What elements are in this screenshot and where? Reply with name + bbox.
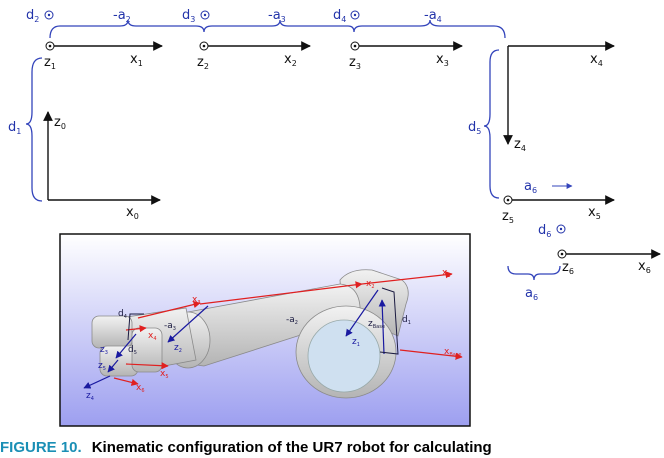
photo-label-z3: z3 <box>100 345 108 356</box>
photo-label-a2: -a2 <box>286 315 298 326</box>
param-a3: -a3 <box>268 8 286 24</box>
left-brace-d1 <box>25 57 43 202</box>
param-d1: d1 <box>8 120 21 136</box>
frame-1: z1 x1 <box>44 41 163 71</box>
label-z5: z5 <box>502 209 514 225</box>
photo-label-d5: d5 <box>128 345 137 356</box>
photo-label-z1: z1 <box>352 337 360 348</box>
robot-photo: x1 x2 xBase zBase z1 d1 -a2 x3 -a3 z2 d4… <box>59 233 471 427</box>
param-a4: -a4 <box>424 8 442 24</box>
label-z1: z1 <box>44 55 56 71</box>
photo-label-zbase: zBase <box>368 319 385 330</box>
dh-parameter-labels: d2 -a2 d3 -a3 d4 -a4 <box>26 8 442 24</box>
top-brace <box>49 19 506 39</box>
photo-label-xbase: xBase <box>444 347 462 358</box>
param-a6-arrow: a6 <box>524 179 573 195</box>
param-d5: d5 <box>468 120 481 136</box>
param-a6: a6 <box>525 286 538 302</box>
photo-label-d1: d1 <box>402 315 411 326</box>
photo-label-z2: z2 <box>174 343 182 354</box>
frame-6: z6 x6 <box>557 249 661 276</box>
figure-caption: FIGURE 10. Kinematic configuration of the… <box>0 438 664 458</box>
right-brace-d5 <box>483 49 500 199</box>
label-x6: x6 <box>638 259 651 275</box>
photo-label-d4: d4 <box>118 309 127 320</box>
caption-text: Kinematic configuration of the UR7 robot… <box>91 439 492 456</box>
label-x0: x0 <box>126 205 139 221</box>
param-d2: d2 <box>26 8 39 24</box>
frame-5: z5 x5 <box>502 195 615 225</box>
photo-label-x2: x2 <box>366 279 375 290</box>
label-x3: x3 <box>436 52 449 68</box>
frame-0: z0 x0 <box>43 111 161 221</box>
out-of-page-symbol <box>350 10 360 20</box>
out-of-page-symbol <box>44 10 54 20</box>
photo-label-z4: z4 <box>86 391 94 402</box>
out-of-page-symbol <box>200 10 210 20</box>
bottom-brace-a6 <box>507 265 561 281</box>
photo-label-x6: x6 <box>136 383 145 394</box>
out-of-page-symbol <box>556 224 566 234</box>
label-z0: z0 <box>54 115 66 131</box>
label-x1: x1 <box>130 52 143 68</box>
photo-label-x4: x4 <box>148 331 157 342</box>
photo-label-x3: x3 <box>192 295 201 306</box>
label-x5: x5 <box>588 205 601 221</box>
svg-text:a6: a6 <box>524 179 537 195</box>
caption-figure-label: FIGURE 10. <box>0 439 82 456</box>
frame-3: z3 x3 <box>349 41 463 71</box>
photo-label-x5: x5 <box>160 369 169 380</box>
photo-label-a3: -a3 <box>164 321 176 332</box>
label-z2: z2 <box>197 55 209 71</box>
label-x2: x2 <box>284 52 297 68</box>
label-z6: z6 <box>562 260 574 276</box>
label-z4: z4 <box>514 137 526 153</box>
robot-model <box>91 269 409 399</box>
frame-4: x4 z4 <box>503 41 615 153</box>
param-d3: d3 <box>182 8 195 24</box>
param-a2: -a2 <box>113 8 131 24</box>
param-d6: d6 <box>538 223 551 239</box>
photo-label-x1: x1 <box>442 268 451 279</box>
label-x4: x4 <box>590 52 603 68</box>
param-d4: d4 <box>333 8 346 24</box>
label-z3: z3 <box>349 55 361 71</box>
frame-2: z2 x2 <box>197 41 311 71</box>
photo-label-z5: z5 <box>98 361 106 372</box>
